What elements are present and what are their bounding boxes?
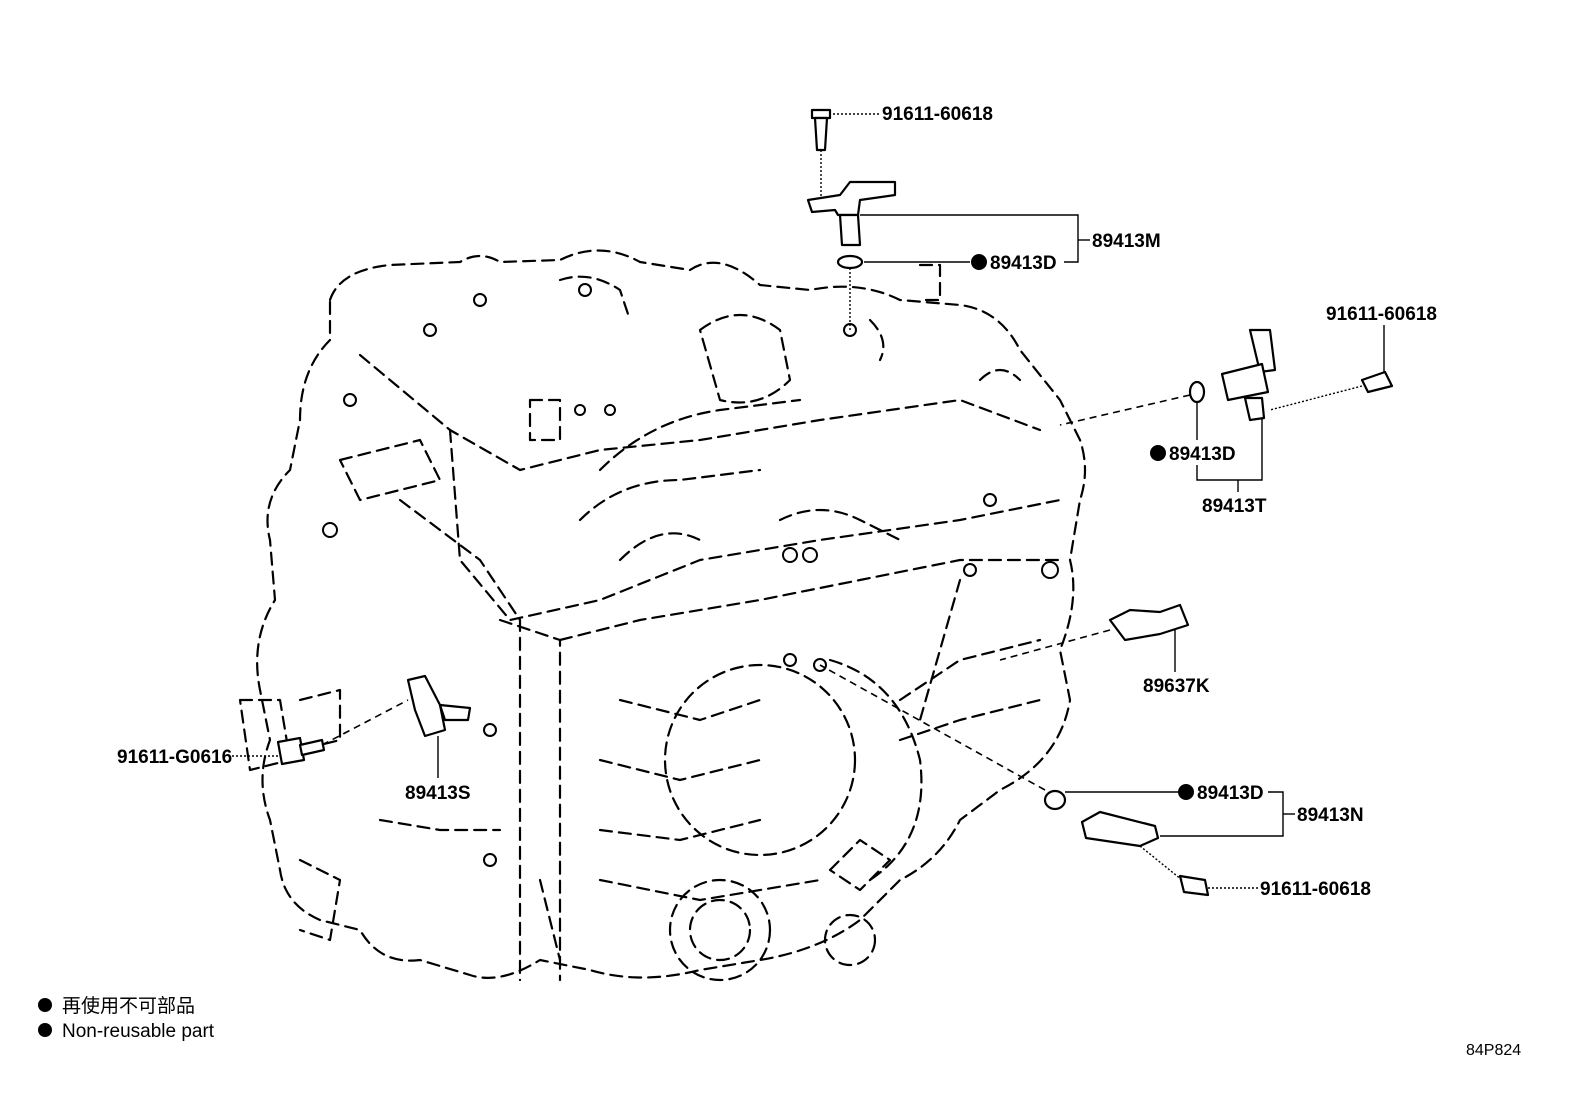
- label-sensor-left: 89413S: [405, 783, 471, 804]
- label-oring-right: 89413D: [1169, 444, 1236, 465]
- legend: 再使用不可部品 Non-reusable part: [38, 995, 215, 1042]
- legend-bullet-icon: [38, 998, 52, 1012]
- label-bolt-top: 91611-60618: [882, 104, 993, 125]
- non-reusable-bullet-icon: [1150, 445, 1166, 461]
- sensor-top: [806, 108, 897, 330]
- label-bolt-right: 91611-60618: [1326, 304, 1437, 325]
- sensor-left: [276, 674, 472, 766]
- part-labels: 91611-60618 89413M 89413D 91611-60618 89…: [117, 104, 1437, 900]
- legend-bullet-icon: [38, 1023, 52, 1037]
- label-sensor-right-assy: 89413T: [1202, 496, 1267, 517]
- sensor-bottom: [819, 664, 1210, 897]
- label-sensor-bottom-assy: 89413N: [1297, 805, 1364, 826]
- label-switch-right: 89637K: [1143, 676, 1210, 697]
- non-reusable-bullet-icon: [971, 254, 987, 270]
- label-bolt-left: 91611-G0616: [117, 747, 232, 768]
- diagram-code: 84P824: [1466, 1042, 1521, 1059]
- sensor-right: [1059, 328, 1394, 426]
- label-oring-bottom: 89413D: [1197, 783, 1264, 804]
- non-reusable-bullet-icon: [1178, 784, 1194, 800]
- label-oring-top: 89413D: [990, 253, 1057, 274]
- legend-text-en: Non-reusable part: [62, 1021, 215, 1042]
- label-bolt-bottom: 91611-60618: [1260, 879, 1371, 900]
- legend-text-jp: 再使用不可部品: [62, 995, 195, 1017]
- transmission-housing: [238, 249, 1087, 982]
- switch-right: [999, 603, 1190, 661]
- leader-lines: [232, 113, 1385, 889]
- label-sensor-top-assy: 89413M: [1092, 231, 1161, 252]
